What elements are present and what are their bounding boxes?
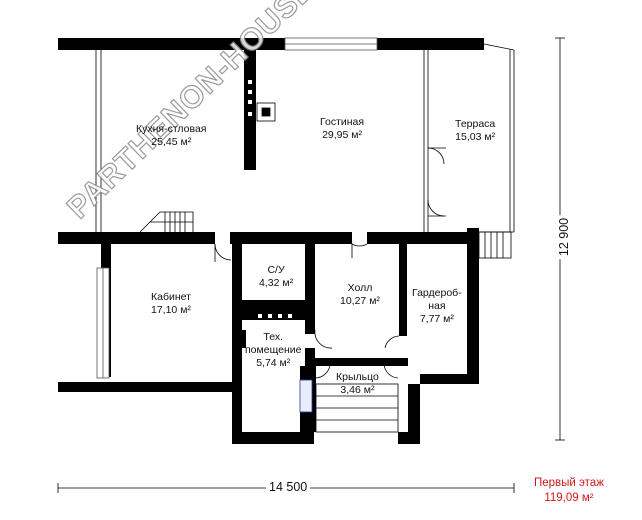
room-living-area: 29,95 м² (322, 129, 362, 141)
room-kitchen-area: 25,45 м² (151, 136, 192, 148)
room-porch-name: Крыльцо (336, 371, 379, 383)
room-tech-area: 5,74 м² (256, 357, 291, 369)
room-tech: Тех. помещение 5,74 м² (245, 331, 301, 370)
room-wardrobe-name-1: Гардероб- (412, 287, 462, 299)
room-tech-name-2: помещение (245, 344, 302, 356)
room-wc-name: С/У (267, 264, 285, 276)
room-living: Гостиная 29,95 м² (320, 116, 364, 142)
room-office-area: 17,10 м² (151, 304, 191, 316)
room-terrace-area: 15,03 м² (455, 131, 496, 143)
walls (58, 38, 484, 444)
room-tech-name-1: Тех. (263, 331, 284, 343)
room-hall-name: Холл (347, 282, 373, 294)
floor-title: Первый этаж (534, 477, 604, 489)
room-porch: Крыльцо 3,46 м² (336, 371, 379, 397)
room-wc: С/У 4,32 м² (259, 264, 293, 290)
room-kitchen: Кухня-стловая 25,45 м² (136, 123, 207, 149)
room-terrace-name: Терраса (455, 118, 496, 130)
room-porch-area: 3,46 м² (340, 384, 375, 396)
floor-area: 119,09 м² (544, 492, 594, 504)
floor-summary: Первый этаж 119,09 м² (534, 476, 604, 506)
room-wc-area: 4,32 м² (259, 277, 294, 289)
wall-details (248, 80, 292, 318)
room-hall-area: 10,27 м² (340, 295, 380, 307)
room-wardrobe-area: 7,77 м² (419, 313, 454, 325)
room-wardrobe-name-2: ная (428, 300, 446, 312)
dimension-width: 14 500 (266, 480, 311, 494)
room-wardrobe: Гардероб- ная 7,77 м² (412, 287, 462, 326)
room-hall: Холл 10,27 м² (340, 282, 380, 308)
room-kitchen-name: Кухня-стловая (136, 123, 207, 135)
room-living-name: Гостиная (320, 116, 365, 128)
room-office: Кабинет 17,10 м² (151, 291, 191, 317)
windows (96, 37, 378, 413)
room-office-name: Кабинет (151, 291, 191, 303)
room-terrace: Терраса 15,03 м² (455, 118, 495, 144)
dimension-height: 12 900 (557, 214, 572, 260)
